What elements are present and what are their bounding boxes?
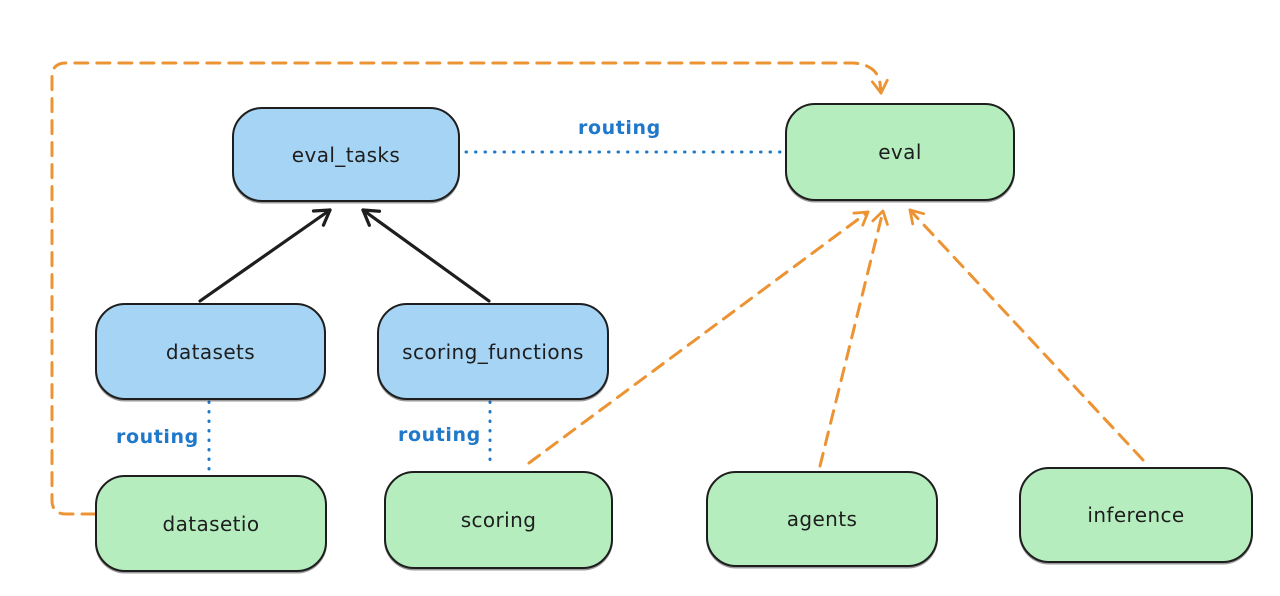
- edge-scoring-to-eval: [527, 210, 870, 465]
- routing-label-eval-tasks-eval: routing: [578, 117, 661, 139]
- node-scoring-label: scoring: [460, 508, 537, 532]
- node-scoring-functions: scoring_functions: [377, 303, 609, 400]
- node-datasetio: datasetio: [95, 475, 327, 572]
- node-datasets-label: datasets: [165, 339, 256, 364]
- node-agents-label: agents: [786, 507, 858, 531]
- node-inference-label: inference: [1087, 503, 1185, 527]
- node-eval-tasks: eval_tasks: [232, 107, 460, 202]
- routing-label-datasets-datasetio: routing: [116, 426, 199, 448]
- node-agents: agents: [706, 471, 938, 567]
- edge-inference-to-eval: [908, 208, 1145, 462]
- node-scoring: scoring: [384, 471, 613, 569]
- node-datasets: datasets: [95, 303, 326, 400]
- node-eval-tasks-label: eval_tasks: [291, 142, 401, 167]
- routing-label-scoring-functions-scoring: routing: [398, 424, 481, 446]
- node-inference: inference: [1019, 467, 1253, 563]
- edge-datasets-to-eval_tasks: [198, 208, 332, 303]
- edge-agents-to-eval: [818, 209, 889, 468]
- edge-scoring_functions-to-eval_tasks: [361, 208, 491, 303]
- node-eval-label: eval: [878, 140, 922, 164]
- edge-datasetio-to-eval: [50, 61, 889, 516]
- node-datasetio-label: datasetio: [162, 511, 260, 536]
- node-scoring-functions-label: scoring_functions: [402, 339, 584, 364]
- node-eval: eval: [785, 103, 1015, 201]
